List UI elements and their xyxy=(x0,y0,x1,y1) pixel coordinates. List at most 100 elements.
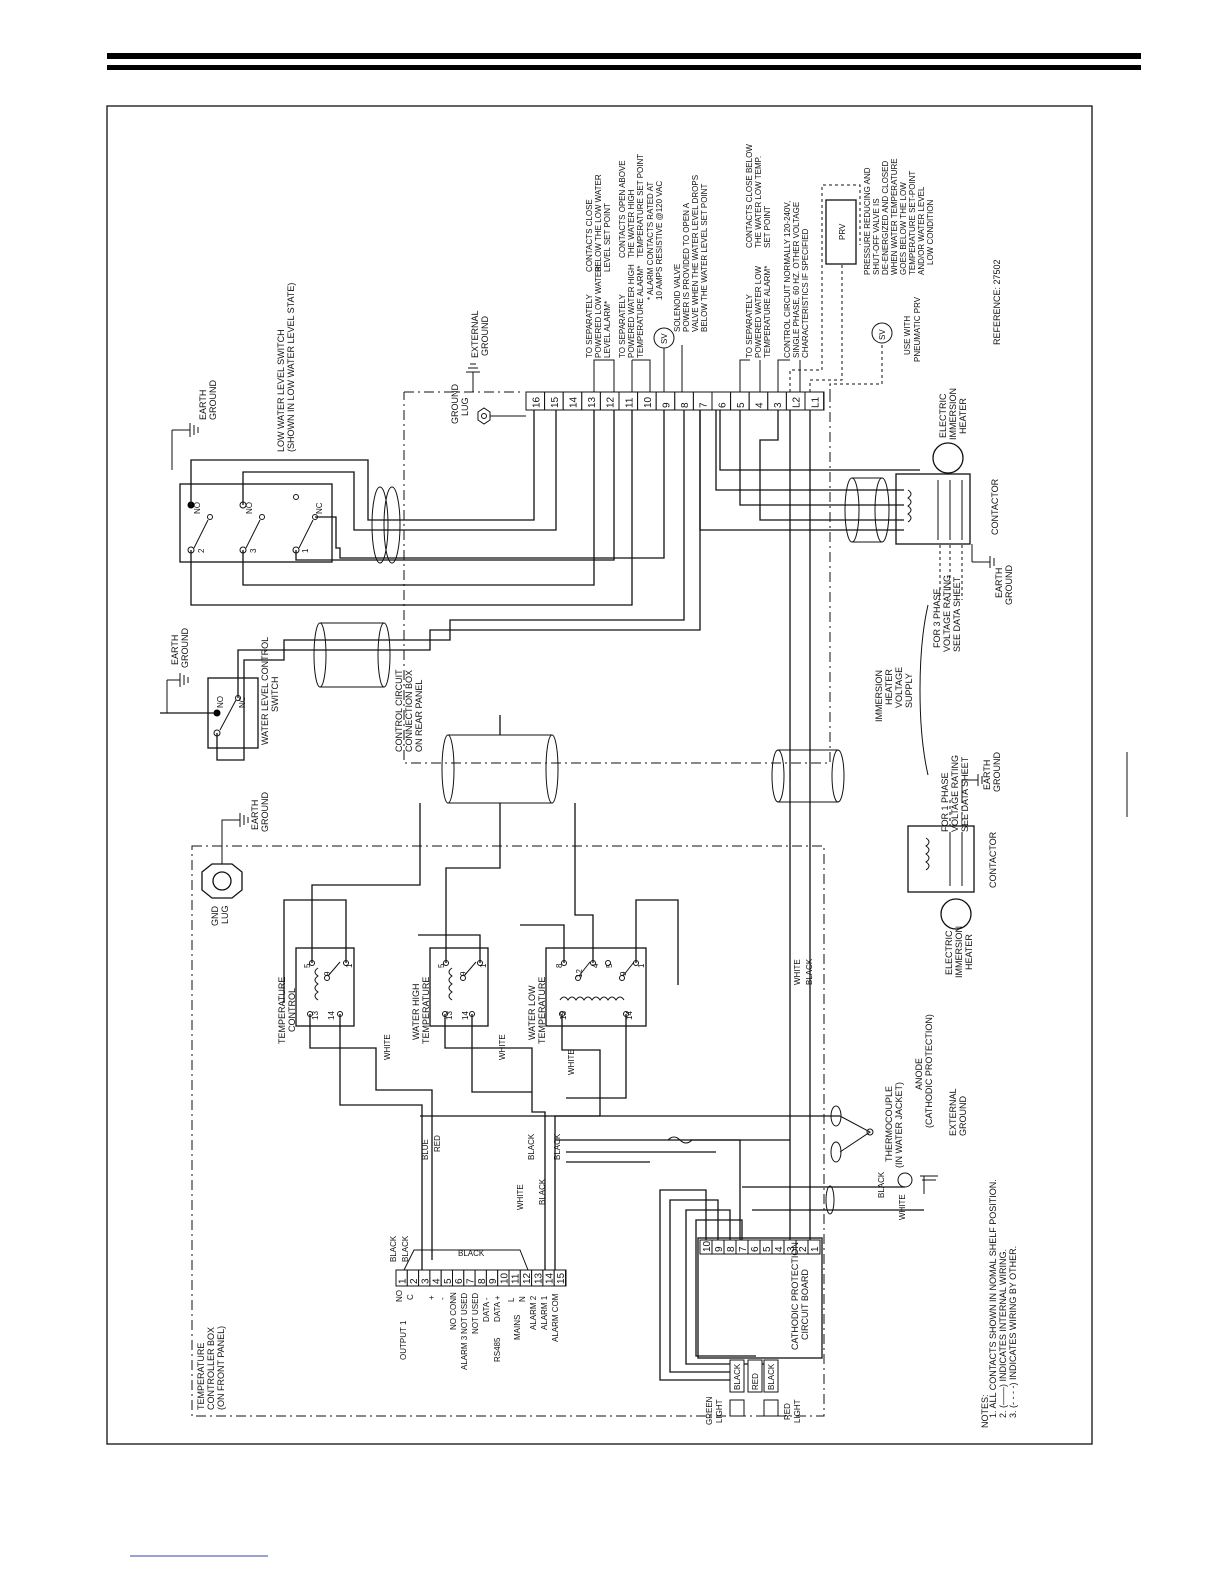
bottom-strip-labels: OUTPUT 1 NO C + - NO CONN ALARM 3 NOT US… xyxy=(395,1290,560,1370)
wh-term-14: 14 xyxy=(461,1011,470,1020)
top-terminal-cell xyxy=(804,391,825,411)
wl-term-12: 12 xyxy=(575,969,584,978)
wh-term-9: 9 xyxy=(459,971,468,976)
tc-term-9: 9 xyxy=(323,971,332,976)
note-prv-8: LOW CONDITION xyxy=(926,199,935,265)
earth-label-1: EARTH xyxy=(198,390,208,420)
electric-heater-3ph xyxy=(932,442,964,474)
earth-label-2b: GROUND xyxy=(180,628,190,668)
top-terminal-label: 7 xyxy=(699,402,710,408)
note-control-3: CHARACTERISTICS IF SPECIFIED xyxy=(801,228,810,358)
ext-ground-lower-1: EXTERNAL xyxy=(948,1088,958,1136)
wl-term-14: 14 xyxy=(625,1011,634,1020)
cp-terminal-label: 7 xyxy=(738,1246,749,1252)
note-high-temp-1: TO SEPARATELY xyxy=(618,293,627,358)
note-high-temp-5: THE WATER HIGH xyxy=(627,189,636,258)
wh-term-1: 1 xyxy=(479,963,488,968)
top-terminal-label: 10 xyxy=(643,396,654,408)
wire-black-1: BLACK xyxy=(805,958,814,985)
earth-label-4b: GROUND xyxy=(992,752,1002,792)
note-low-temp-4: CONTACTS CLOSE BELOW xyxy=(745,144,754,248)
wl-label-1: WATER LOW xyxy=(527,985,537,1040)
lbl-mains-l: L xyxy=(507,1297,516,1302)
bottom-terminal-label: 15 xyxy=(556,1272,567,1284)
top-terminal-label: L2 xyxy=(792,396,803,408)
lbl-data-minus: DATA - xyxy=(482,1297,491,1322)
immersion-supply-2: HEATER xyxy=(884,669,894,705)
wh-term-5: 5 xyxy=(437,963,446,968)
lbl-term-minus: - xyxy=(438,1297,447,1300)
immersion-supply-1: IMMERSION xyxy=(874,670,884,722)
note-low-temp-6: SET POINT xyxy=(763,206,772,248)
cp-board xyxy=(697,1237,823,1359)
relay-temperature-control xyxy=(295,947,355,1027)
top-terminal-label: 4 xyxy=(755,402,766,408)
relay-water-low-temp xyxy=(545,947,647,1027)
green-light-label-2: LIGHT xyxy=(715,1399,724,1423)
earth-ground-lws xyxy=(171,423,199,470)
cp-terminal-label: 10 xyxy=(702,1240,713,1252)
top-terminal-label: 5 xyxy=(736,402,747,408)
supply-brace xyxy=(919,604,929,776)
cp-terminal-label: 5 xyxy=(762,1246,773,1252)
lbl-output1: OUTPUT 1 xyxy=(399,1320,408,1360)
one-phase-1: FOR 1 PHASE xyxy=(940,772,950,832)
cp-terminal-cell xyxy=(807,1239,821,1255)
note-high-temp-4: CONTACTS OPEN ABOVE xyxy=(618,160,627,258)
bottom-terminal-label: 6 xyxy=(454,1278,465,1284)
contactor-3ph xyxy=(895,473,971,545)
lbl-alarm1: ALARM 1 xyxy=(540,1295,549,1330)
diagram-frame xyxy=(106,105,1093,1445)
note-2: 2. (——) INDICATES INTERNAL WIRING. xyxy=(998,1249,1008,1418)
bottom-terminal-label: 3 xyxy=(420,1278,431,1284)
use-with-1: USE WITH xyxy=(903,316,912,355)
black-bus xyxy=(403,1249,529,1271)
three-phase-1: FOR 3 PHASE xyxy=(932,588,942,648)
relay-internals xyxy=(307,960,639,1017)
cp-black-2: BLACK xyxy=(767,1363,776,1390)
ground-lug xyxy=(477,407,526,425)
wire-white-5: WHITE xyxy=(516,1184,525,1210)
bottom-terminal-label: 10 xyxy=(499,1272,510,1284)
bottom-terminal-label: 5 xyxy=(443,1278,454,1284)
lbl-no-conn: NO CONN xyxy=(449,1292,458,1330)
lbl-rs485: RS485 xyxy=(493,1337,502,1362)
top-terminal-label: 6 xyxy=(717,402,728,408)
black-wire-box-2 xyxy=(763,1359,779,1393)
wire-white-2: WHITE xyxy=(498,1034,507,1060)
earth-ground-1ph xyxy=(961,774,983,800)
red-light-label-2: LIGHT xyxy=(793,1399,802,1423)
note-low-level-3: LEVEL ALARM* xyxy=(603,301,612,358)
lbl-alarm2: ALARM 2 xyxy=(529,1295,538,1330)
contactor-label-2: CONTACTOR xyxy=(988,831,998,888)
wl-label-2: TEMPERATURE xyxy=(537,977,547,1044)
lws-title-2: (SHOWN IN LOW WATER LEVEL STATE) xyxy=(286,283,296,452)
lws-title-1: LOW WATER LEVEL SWITCH xyxy=(276,329,286,452)
eh2-label-2: IMMERSION xyxy=(954,926,964,978)
notes-title: NOTES: xyxy=(980,1394,990,1428)
cp-terminal-label: 6 xyxy=(750,1246,761,1252)
upper-wiring xyxy=(160,410,920,780)
wire-white-3: WHITE xyxy=(567,1049,576,1075)
earth-label-1b: GROUND xyxy=(208,380,218,420)
cp-red: RED xyxy=(751,1373,760,1390)
wire-red: RED xyxy=(433,1135,442,1152)
external-ground-label-1: EXTERNAL xyxy=(470,310,480,358)
wire-blue: BLUE xyxy=(421,1139,430,1160)
earth-label-5: EARTH xyxy=(250,800,260,830)
tc-term-1: 1 xyxy=(345,963,354,968)
external-ground-top xyxy=(466,363,480,392)
wl-term-4: 4 xyxy=(591,963,600,968)
wire-white-6: WHITE xyxy=(898,1194,907,1220)
gnd-lug-label-2: LUG xyxy=(220,905,230,924)
wire-black-8: BLACK xyxy=(877,1171,886,1198)
wl-term-13: 13 xyxy=(559,1011,568,1020)
wlc-arm xyxy=(219,699,237,731)
wire-white-4: WHITE xyxy=(793,959,802,985)
lbl-mains: MAINS xyxy=(513,1315,522,1340)
top-terminal-label: L1 xyxy=(810,396,821,408)
lower-wiring xyxy=(283,715,840,1270)
lbl-mains-n: N xyxy=(518,1296,527,1302)
lbl-term-no: NO xyxy=(395,1290,404,1302)
